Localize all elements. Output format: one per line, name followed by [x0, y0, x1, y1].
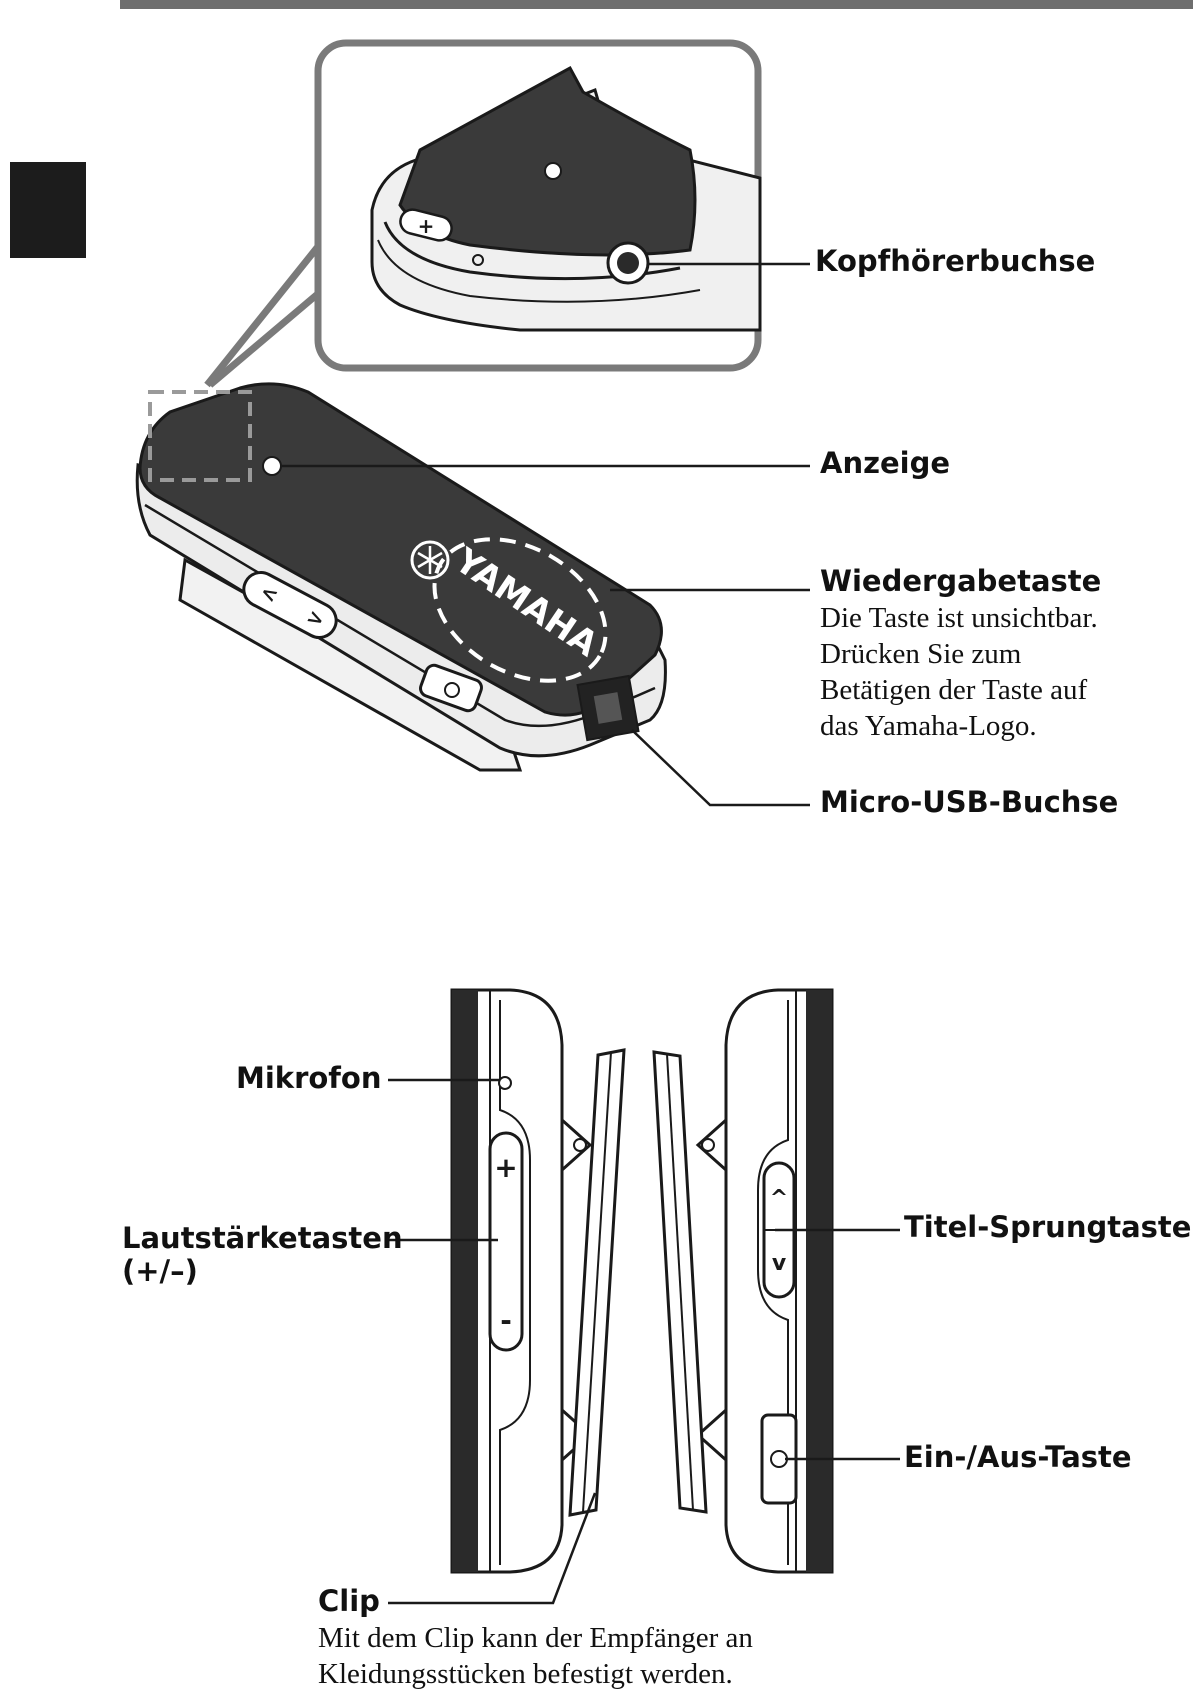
play-button-note-line: Drücken Sie zum: [820, 636, 1098, 672]
indicator-led: [263, 457, 281, 475]
clip-note-line: Kleidungsstücken befestigt werden.: [318, 1656, 753, 1692]
clip-note: Mit dem Clip kann der Empfänger an Kleid…: [318, 1620, 753, 1692]
label-volume-line: Lautstärketasten: [122, 1222, 403, 1255]
device-side-right: ^ v: [654, 990, 832, 1572]
label-microphone: Mikrofon: [236, 1062, 382, 1095]
header-rule: [120, 0, 1193, 9]
play-button-note-line: Betätigen der Taste auf: [820, 672, 1098, 708]
play-button-note-line: das Yamaha-Logo.: [820, 708, 1098, 744]
microphone-hole: [499, 1077, 511, 1089]
volume-minus-glyph: -: [500, 1304, 512, 1337]
chapter-tab: [10, 162, 86, 258]
label-play-button: Wiedergabetaste: [820, 565, 1101, 598]
label-power-button: Ein-/Aus-Taste: [904, 1441, 1132, 1474]
device-top-view: YAMAHA < >: [137, 384, 665, 770]
label-volume-line: (+/–): [122, 1255, 403, 1288]
label-track-skip: Titel-Sprungtasten: [904, 1211, 1193, 1244]
skip-up-glyph: ^: [770, 1186, 788, 1211]
label-headphone-jack: Kopfhörerbuchse: [815, 245, 1095, 278]
label-volume-buttons: Lautstärketasten (+/–): [122, 1222, 403, 1289]
label-clip: Clip: [318, 1585, 380, 1618]
volume-plus-glyph: +: [494, 1151, 517, 1184]
play-button-note-line: Die Taste ist unsichtbar.: [820, 600, 1098, 636]
label-micro-usb: Micro-USB-Buchse: [820, 786, 1118, 819]
zoom-callout: +: [207, 43, 760, 385]
skip-down-glyph: v: [772, 1251, 787, 1276]
zoom-plus-glyph: +: [418, 214, 435, 238]
play-button-note: Die Taste ist unsichtbar. Drücken Sie zu…: [820, 600, 1098, 744]
device-side-left: + -: [452, 990, 624, 1572]
clip-note-line: Mit dem Clip kann der Empfänger an: [318, 1620, 753, 1656]
label-indicator: Anzeige: [820, 447, 950, 480]
